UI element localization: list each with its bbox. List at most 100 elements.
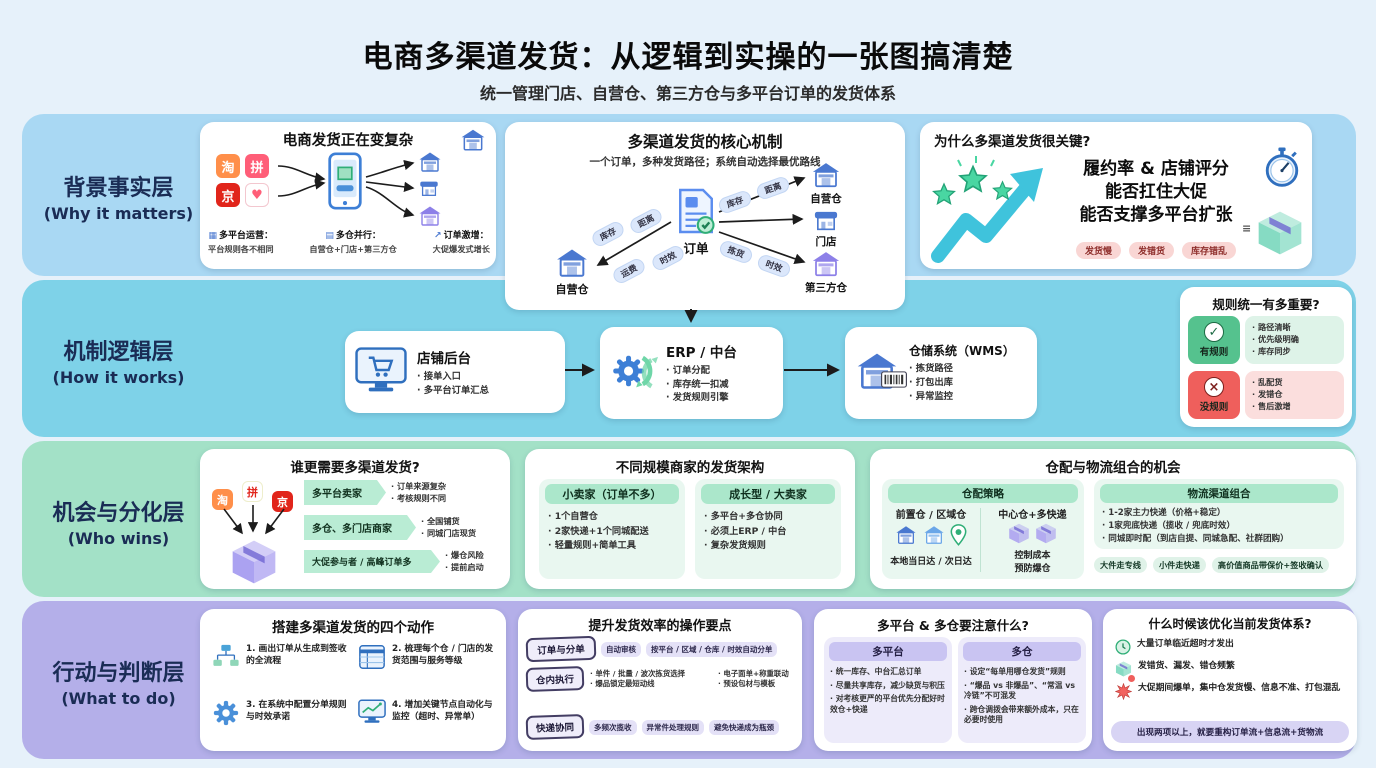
gear-icon bbox=[212, 699, 240, 731]
band-label-en: (Why it matters) bbox=[43, 204, 194, 223]
card-title: 仓配与物流组合的机会 bbox=[1045, 460, 1181, 476]
node-bullet: 订单分配 bbox=[666, 364, 737, 378]
signal-item: 大促期间爆单，集中仓发货慢、信息不准、打包混乱 bbox=[1115, 683, 1345, 704]
stopwatch-icon bbox=[1264, 146, 1300, 192]
central-warehouse-col: 中心仓+多快递 控制成本 预防爆仓 bbox=[981, 506, 1084, 574]
step-tag: 订单与分单 bbox=[525, 635, 597, 663]
cross-icon: × bbox=[1204, 377, 1224, 397]
shopping-app-icon-heart: ♥ bbox=[245, 183, 269, 207]
risk-pill: 库存错乱 bbox=[1182, 242, 1237, 259]
col-title: 前置仓 / 区域仓 bbox=[895, 510, 967, 521]
card-title: 多渠道发货的核心机制 bbox=[627, 133, 783, 151]
factor-desc: 自营仓+门店+第三方仓 bbox=[309, 244, 397, 254]
shopping-app-icon-pink: 拼 bbox=[245, 154, 269, 178]
col-caption: 控制成本 bbox=[1014, 551, 1051, 561]
node-body: 店铺后台 接单入口 多平台订单汇总 bbox=[417, 347, 489, 398]
arch-bullet: 轻量规则+简单工具 bbox=[548, 539, 676, 554]
efficiency-bullet: 预设包材与模板 bbox=[718, 679, 794, 689]
error-dot bbox=[1128, 675, 1135, 682]
front-warehouse-col: 前置仓 / 区域仓 本地当日达 / 次日达 bbox=[882, 506, 980, 574]
card-title: 为什么多渠道发货很关键? bbox=[934, 134, 1091, 150]
multi-platform-panel: 多平台 统一库存、中台汇总订单 尽量共享库存，减少缺货与积压 对考核更严的平台优… bbox=[824, 637, 952, 743]
layers-icon: ▤ bbox=[325, 231, 334, 241]
action-item: 3. 在系统中配置分单规则与时效承诺 bbox=[212, 699, 352, 731]
card-title: 谁更需要多渠道发货? bbox=[290, 460, 420, 476]
who-bullet: 提前启动 bbox=[445, 562, 484, 573]
arch-bullet: 1个自营仓 bbox=[548, 510, 676, 525]
card-platform-warehouse-attention: 多平台 & 多仓要注意什么? 多平台 统一库存、中台汇总订单 尽量共享库存，减少… bbox=[814, 609, 1092, 751]
signal-text: 大量订单临近超时才发出 bbox=[1137, 639, 1234, 649]
left-warehouse-label: 自营仓 bbox=[555, 283, 589, 296]
converge-diverge-arrows bbox=[277, 159, 415, 218]
shopping-app-icon-pink: 拼 bbox=[242, 481, 263, 502]
card-shipping-complex: 电商发货正在变复杂 淘 拼 京 ♥ ▦多平台运营： 平台规则各不相同 ▤多仓并行… bbox=[200, 122, 496, 269]
efficiency-row-courier: 快递协同 多频次揽收 异常件处理规则 避免快递成为瓶颈 bbox=[525, 713, 794, 741]
arch-bullet: 复杂发货规则 bbox=[704, 539, 832, 554]
org-chart-icon: ▦ bbox=[208, 231, 217, 241]
panel-header: 小卖家（订单不多） bbox=[545, 484, 679, 504]
card-logistics-combo: 仓配与物流组合的机会 仓配策略 前置仓 / 区域仓 本地当日达 / 次日达 中心… bbox=[870, 449, 1356, 589]
card-efficiency-points: 提升发货效率的操作要点 订单与分单 自动审核 按平台 / 区域 / 仓库 / 时… bbox=[518, 609, 802, 751]
warehouse-strategy-panel: 仓配策略 前置仓 / 区域仓 本地当日达 / 次日达 中心仓+多快递 bbox=[882, 479, 1084, 579]
monitor-chart-icon bbox=[358, 699, 386, 728]
signal-text: 发错货、漏发、错仓频繁 bbox=[1138, 661, 1235, 671]
band-label-en: (What to do) bbox=[61, 689, 176, 708]
card-title: 规则统一有多重要? bbox=[1212, 297, 1320, 312]
channel-bullet: 1家兜底快递（揽收 / 兜底时效） bbox=[1102, 520, 1336, 533]
arch-bullet: 2家快递+1个同城配送 bbox=[548, 525, 676, 540]
node-title: 店铺后台 bbox=[417, 350, 471, 367]
check-icon: ✓ bbox=[1204, 322, 1224, 342]
attention-bullet: 统一库存、中台汇总订单 bbox=[830, 667, 946, 678]
key-line: 履约率 & 店铺评分 bbox=[1083, 159, 1229, 179]
burst-alert-icon bbox=[1115, 683, 1132, 704]
converging-arrows bbox=[223, 505, 285, 535]
factor-label: 多仓并行： bbox=[335, 231, 381, 241]
card-core-mechanism: 多渠道发货的核心机制 一个订单，多种发货路径；系统自动选择最优路线 订单 自营仓… bbox=[505, 122, 905, 310]
band-label-text: 行动与判断层 bbox=[52, 661, 185, 686]
step-tag: 仓内执行 bbox=[525, 665, 585, 693]
factor-label: 订单激增： bbox=[443, 231, 489, 241]
efficiency-row-warehouse: 仓内执行 单件 / 批量 / 波次拣货选择 爆品锁定最短动线 电子面单+称重联动… bbox=[525, 665, 794, 693]
panel-header: 成长型 / 大卖家 bbox=[701, 484, 835, 504]
efficiency-row-orders: 订单与分单 自动审核 按平台 / 区域 / 仓库 / 时效自动分单 bbox=[525, 635, 794, 663]
with-rules-box: ✓ 有规则 bbox=[1188, 316, 1240, 364]
rule-label: 有规则 bbox=[1199, 347, 1229, 358]
attention-bullet: 对考核更严的平台优先分配好时效仓+快递 bbox=[830, 694, 946, 715]
node-bullet: 异常监控 bbox=[909, 390, 1015, 404]
growth-arrow-stars-graphic bbox=[931, 156, 1043, 263]
card-rules-importance: 规则统一有多重要? ✓ 有规则 路径清晰 优先级明确 库存同步 × 没规则 乱配… bbox=[1180, 287, 1352, 427]
band-label-text: 背景事实层 bbox=[63, 176, 174, 201]
who-bullet: 订单来源复杂 bbox=[391, 481, 446, 492]
shopping-app-icon-orange: 淘 bbox=[212, 489, 233, 510]
node-wms: 仓储系统（WMS） 拣货路径 打包出库 异常监控 bbox=[845, 327, 1037, 419]
efficiency-pill: 多频次揽收 bbox=[589, 719, 637, 735]
band-label-text: 机会与分化层 bbox=[52, 501, 185, 526]
flowchart-icon bbox=[212, 643, 240, 675]
gears-sync-icon bbox=[610, 347, 658, 399]
rule-label: 没规则 bbox=[1199, 402, 1229, 413]
efficiency-pill: 异常件处理规则 bbox=[641, 719, 704, 735]
action-text: 4. 增加关键节点自动化与监控（超时、异常单） bbox=[392, 700, 493, 723]
speed-lines-icon: ≡ bbox=[1242, 222, 1252, 235]
warehouse-icon bbox=[811, 160, 841, 194]
node-title: 仓储系统（WMS） bbox=[909, 344, 1015, 359]
combo-pill: 大件走专线 bbox=[1094, 557, 1147, 573]
order-document-icon bbox=[675, 186, 717, 240]
rule-bullet: 售后激增 bbox=[1252, 401, 1337, 413]
rule-bullet: 优先级明确 bbox=[1252, 334, 1337, 346]
factor-list: ▦多平台运营： 平台规则各不相同 ▤多仓并行： 自营仓+门店+第三方仓 ↗订单激… bbox=[208, 228, 490, 255]
risk-pill: 发错货 bbox=[1128, 242, 1174, 259]
rule-bullet: 乱配货 bbox=[1252, 377, 1337, 389]
who-row: 多仓、多门店商家 全国铺货 同城门店现货 bbox=[304, 515, 502, 540]
efficiency-bullet: 爆品锁定最短动线 bbox=[590, 679, 712, 689]
seller-type-tag: 多仓、多门店商家 bbox=[304, 515, 416, 540]
who-row: 大促参与者 / 高峰订单多 爆仓风险 提前启动 bbox=[304, 550, 502, 573]
band-label-opportunity: 机会与分化层 (Who wins) bbox=[26, 495, 211, 548]
action-text: 2. 梳理每个仓 / 门店的发货范围与服务等级 bbox=[392, 644, 494, 667]
factor-desc: 大促爆发式增长 bbox=[432, 244, 490, 254]
node-bullet: 打包出库 bbox=[909, 376, 1015, 390]
with-rules-row: ✓ 有规则 路径清晰 优先级明确 库存同步 bbox=[1188, 316, 1344, 364]
factor-label: 多平台运营： bbox=[219, 231, 274, 241]
shopping-app-icon-red: 京 bbox=[272, 491, 293, 512]
action-item: 1. 画出订单从生成到签收的全流程 bbox=[212, 643, 352, 675]
